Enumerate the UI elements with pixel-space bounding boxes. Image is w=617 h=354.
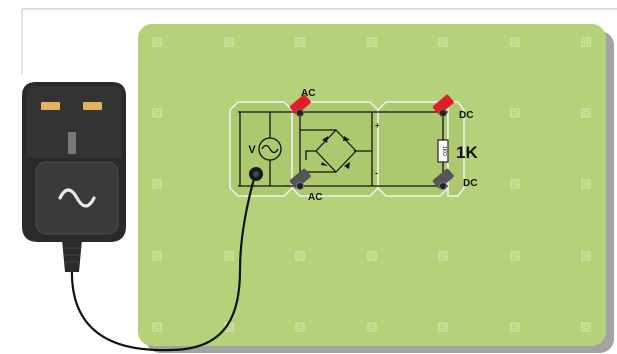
grid-mount-hole-icon <box>367 37 377 47</box>
bridge-dc-return <box>305 150 316 160</box>
grid-mount-hole-icon <box>581 322 591 332</box>
dc-bottom-clip[interactable] <box>432 168 454 190</box>
mount-hole-grid <box>152 37 591 332</box>
grid-mount-hole-icon <box>581 108 591 118</box>
grid-mount-hole-icon <box>510 37 520 47</box>
load-value: 1K <box>456 143 478 162</box>
grid-mount-hole-icon <box>510 179 520 189</box>
grid-mount-hole-icon <box>438 322 448 332</box>
sine-wave-icon <box>261 144 279 154</box>
plug-tip-inner <box>253 171 259 177</box>
dc-top-clip[interactable] <box>432 94 454 117</box>
ac-source: V <box>248 137 282 161</box>
ac-bottom-clip[interactable] <box>289 168 311 190</box>
grid-mount-hole-icon <box>581 251 591 261</box>
grid-mount-hole-icon <box>152 251 162 261</box>
grid-mount-hole-icon <box>581 37 591 47</box>
resistor-icon <box>437 139 449 163</box>
grid-mount-hole-icon <box>224 251 234 261</box>
strain-relief <box>62 240 82 272</box>
grid-mount-hole-icon <box>367 322 377 332</box>
minus-mark: - <box>375 168 378 178</box>
grid-mount-hole-icon <box>295 37 305 47</box>
ac-bottom-label: AC <box>308 192 322 203</box>
grid-mount-hole-icon <box>224 37 234 47</box>
grid-mount-hole-icon <box>367 251 377 261</box>
adapter-pin-right <box>83 102 102 110</box>
grid-mount-hole-icon <box>581 179 591 189</box>
adapter-pin-left <box>41 102 60 110</box>
dc-top-label: DC <box>459 110 473 121</box>
ac-top-clip[interactable] <box>289 94 311 117</box>
source-label: V <box>248 144 256 156</box>
bridge-outline <box>315 129 357 173</box>
grid-mount-hole-icon <box>510 251 520 261</box>
grid-mount-hole-icon <box>152 37 162 47</box>
grid-mount-hole-icon <box>510 322 520 332</box>
grid-mount-hole-icon <box>295 251 305 261</box>
ac-top-label: AC <box>301 88 315 99</box>
bridge-rectifier-icon <box>315 129 357 173</box>
dc-bottom-label: DC <box>463 178 477 189</box>
plus-mark: + <box>375 121 380 130</box>
grid-mount-hole-icon <box>152 179 162 189</box>
load-module-plate <box>447 101 465 197</box>
wall-power-adapter-icon[interactable] <box>22 82 126 272</box>
grid-mount-hole-icon <box>152 108 162 118</box>
grid-mount-hole-icon <box>510 108 520 118</box>
grid-mount-hole-icon <box>152 322 162 332</box>
grid-mount-hole-icon <box>438 251 448 261</box>
grid-mount-hole-icon <box>438 37 448 47</box>
resistor-text: 1KΩ <box>441 146 447 156</box>
grid-mount-hole-icon <box>295 322 305 332</box>
rectifier-module-plate <box>291 101 379 197</box>
strain-relief-ribs <box>63 247 81 263</box>
sine-wave-icon <box>58 188 96 208</box>
adapter-cable <box>70 174 257 352</box>
adapter-earth-pin <box>68 132 76 154</box>
bridge-diodes <box>321 136 350 169</box>
